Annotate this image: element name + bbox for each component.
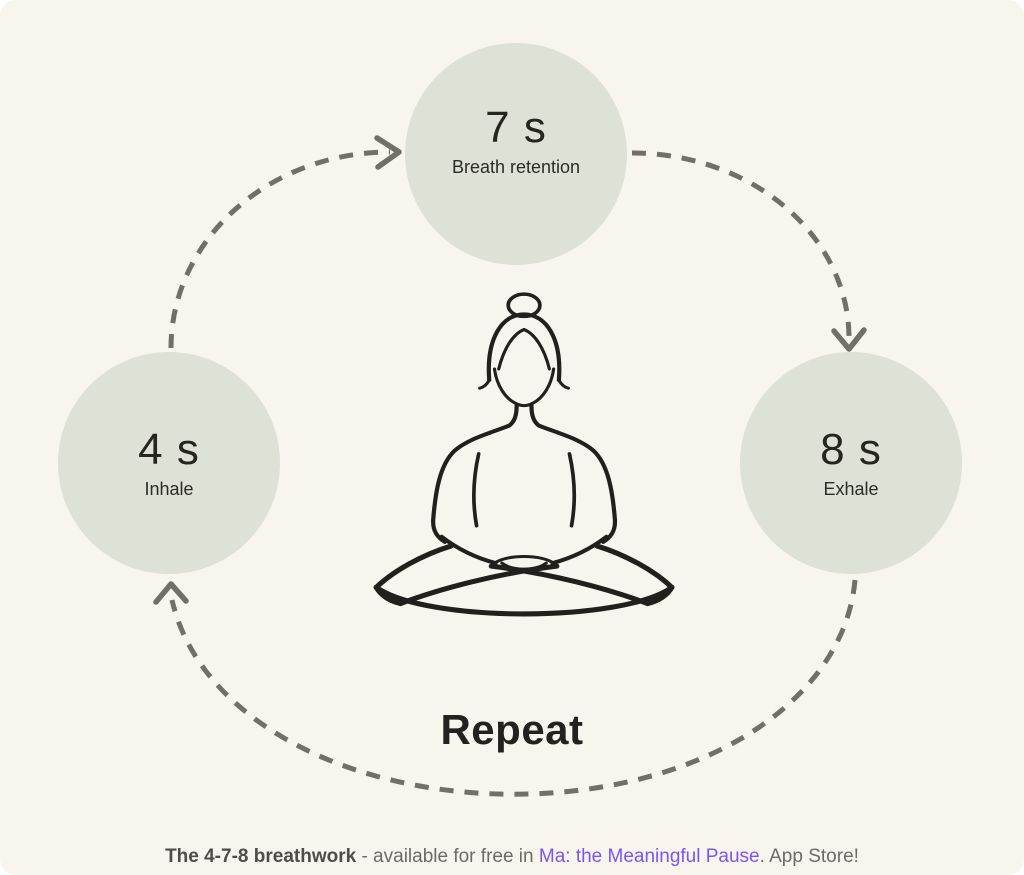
figure-forearm-left (439, 534, 498, 566)
figure-torso-right (567, 452, 576, 528)
arrowhead-down-icon (831, 327, 867, 352)
arrowhead-right-icon (374, 135, 402, 170)
figure-thigh-left (373, 543, 454, 590)
node-content: 7 s Breath retention (451, 103, 581, 177)
duration-label: 4 s (138, 425, 200, 475)
node-content: 8 s Exhale (820, 425, 882, 499)
figure-torso-left (472, 452, 481, 528)
figure-legs-base (373, 584, 675, 617)
figure-hairline-left (497, 328, 526, 371)
figure-forearm-right (550, 534, 609, 566)
footer-text-before-link: - available for free in (356, 846, 539, 867)
duration-label: 7 s (485, 103, 547, 153)
figure-right-arm (529, 403, 618, 544)
figure-face (492, 367, 556, 408)
phase-label: Breath retention (451, 156, 581, 177)
figure-hair (486, 312, 562, 383)
figure-hair-flick-left (478, 378, 491, 390)
duration-label: 8 s (820, 425, 882, 475)
figure-left-arm (431, 403, 519, 544)
node-content: 4 s Inhale (138, 425, 200, 499)
phase-label: Exhale (823, 478, 879, 499)
figure-thigh-right (594, 543, 675, 590)
node-exhale: 8 s Exhale (740, 352, 962, 574)
figure-foot-right (644, 584, 675, 607)
figure-hairline-right (522, 328, 551, 371)
footer-title: The 4-7-8 breathwork (165, 846, 357, 867)
figure-hair-flick-right (557, 378, 570, 390)
node-inhale: 4 s Inhale (58, 352, 280, 574)
figure-shin-cross-1 (488, 563, 651, 607)
figure-shin-cross-2 (397, 563, 560, 607)
arrow-exhale-to-inhale (169, 579, 858, 797)
meditating-person-illustration (373, 292, 675, 617)
app-store-link[interactable]: Ma: the Meaningful Pause (538, 846, 760, 867)
node-breath-retention: 7 s Breath retention (405, 43, 627, 265)
figure-hands (491, 555, 557, 566)
repeat-label: Repeat (440, 706, 584, 753)
arrowhead-up-icon (153, 581, 189, 605)
arrow-inhale-to-retention (168, 149, 391, 349)
footer-caption: The 4-7-8 breathwork - available for fre… (0, 846, 1024, 868)
phase-label: Inhale (144, 478, 194, 499)
footer-text-after-link: . App Store! (759, 846, 859, 867)
figure-foot-left (373, 584, 404, 607)
